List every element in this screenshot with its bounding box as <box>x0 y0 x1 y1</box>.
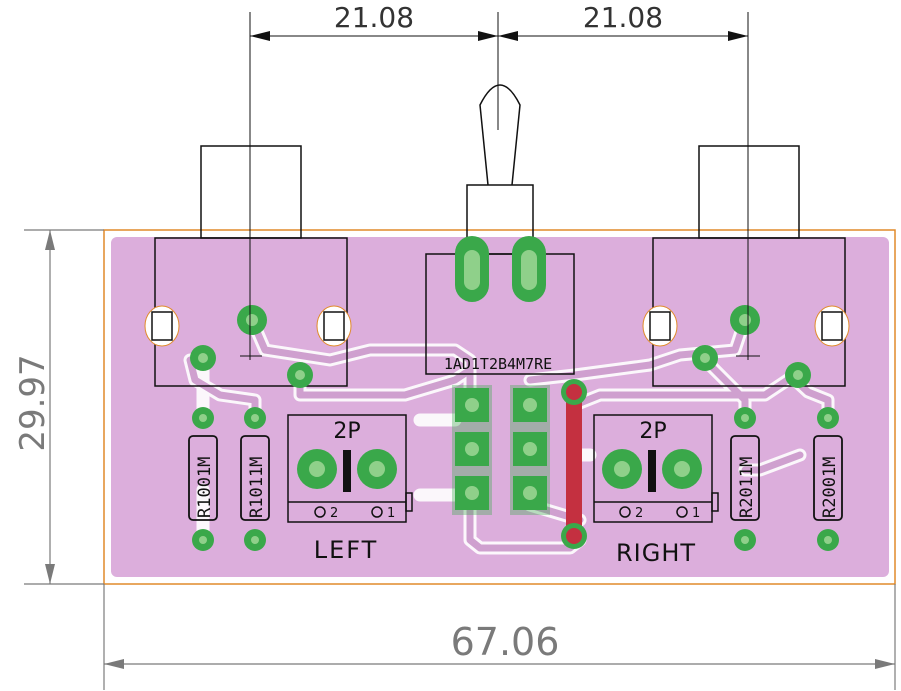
resistor-label-r1: R1001M <box>195 457 215 518</box>
board-fill <box>111 237 889 577</box>
dimension-left <box>24 229 104 585</box>
label-right: RIGHT <box>616 539 696 567</box>
dim-bottom-width: 67.06 <box>451 620 560 664</box>
connector-right-label: 2P <box>639 419 666 444</box>
connector-left: 2P 2 1 <box>287 414 413 523</box>
resistor-label-r2: R1011M <box>247 457 267 518</box>
dimension-bottom-arrows <box>104 659 895 669</box>
dimension-arrows-top <box>250 31 748 41</box>
resistor-label-r3: R2011M <box>737 457 757 518</box>
switch-lugs <box>455 236 546 302</box>
connector-right-pin1: 1 <box>692 506 700 521</box>
label-left: LEFT <box>314 536 379 564</box>
dimension-left-arrows <box>45 230 55 584</box>
connector-left-pin1: 1 <box>387 506 395 521</box>
jumper-wire <box>561 379 587 549</box>
dim-top-right: 21.08 <box>583 1 663 34</box>
switch-part-label: 1AD1T2B4M7RE <box>444 355 552 373</box>
copper-pads <box>190 305 839 551</box>
dim-top-left: 21.08 <box>334 1 414 34</box>
dimension-lines <box>240 12 760 360</box>
resistor-label-r4: R2001M <box>820 457 840 518</box>
connector-left-label: 2P <box>333 419 360 444</box>
connector-right-pin2: 2 <box>635 506 643 521</box>
resistors <box>188 435 843 521</box>
connector-left-pin2: 2 <box>330 506 338 521</box>
switch-pins <box>452 385 550 515</box>
jack-pads <box>144 305 850 347</box>
dim-left-height: 29.97 <box>13 354 53 451</box>
resistor-labels: R1001M R1011M R2011M R2001M <box>195 457 840 518</box>
connector-right: 2P 2 1 <box>593 414 719 523</box>
dimension-bottom <box>103 584 896 690</box>
toggle-switch <box>425 84 575 375</box>
